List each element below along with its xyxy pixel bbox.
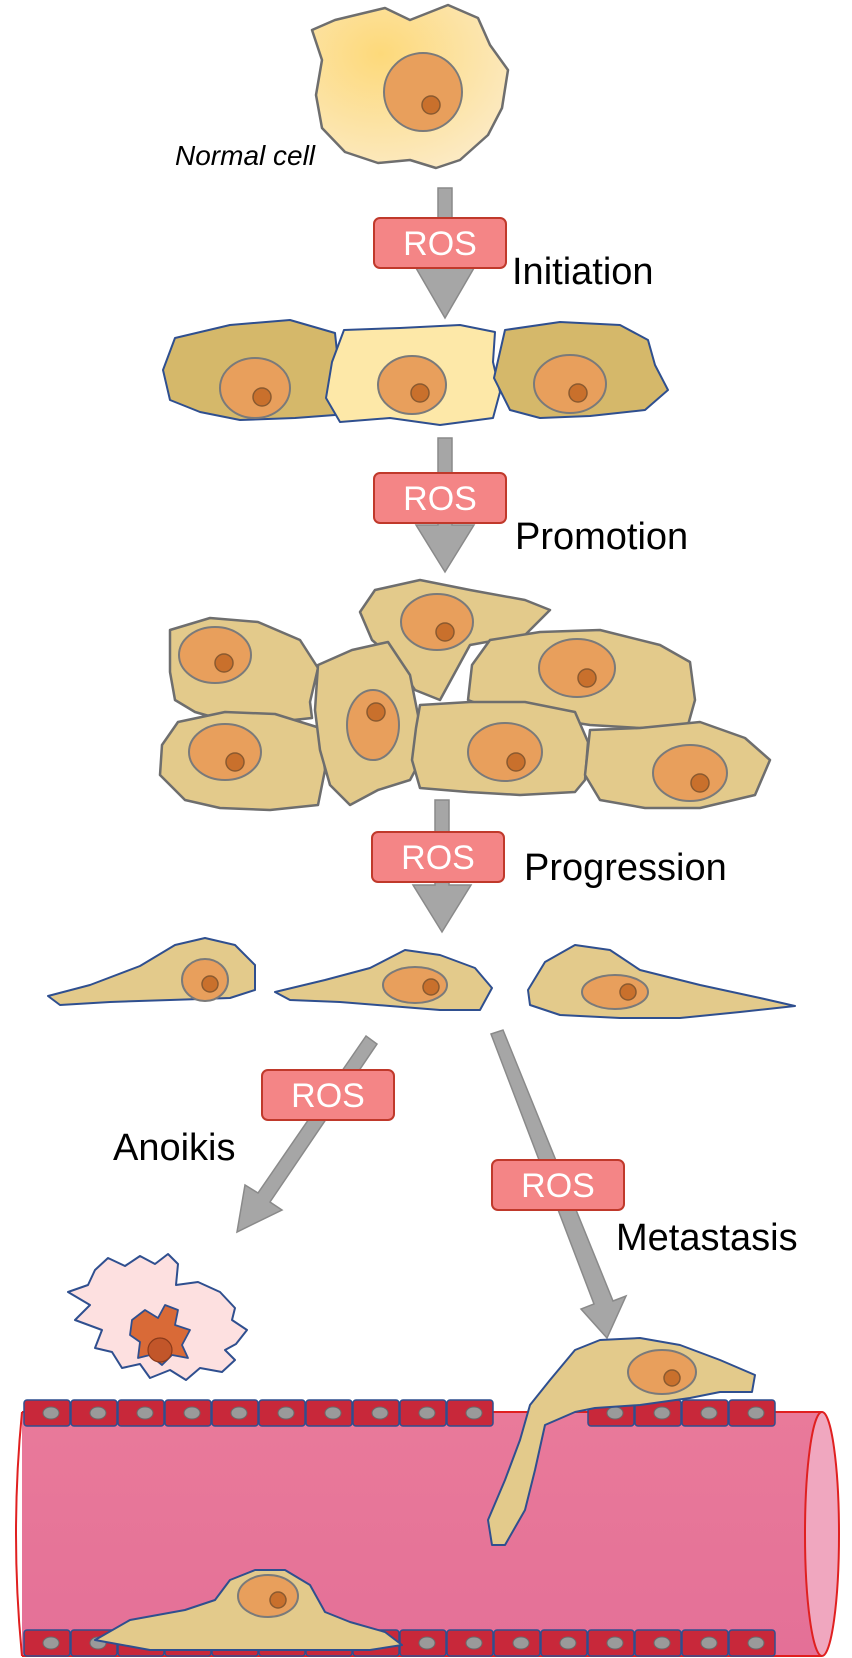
ros-label: ROS [291,1077,365,1115]
ros-box-initiation: ROS [373,217,507,269]
ros-label: ROS [403,480,477,518]
intravascular-cell [94,1569,403,1651]
endothelial-nucleus [465,1406,483,1420]
endothelial-nucleus [418,1406,436,1420]
initiated-cells [162,319,669,426]
endothelial-nucleus [230,1406,248,1420]
endothelial-nucleus [747,1636,765,1650]
promotion-label: Promotion [515,516,688,558]
progression-label: Progression [524,847,727,889]
endothelial-lining-top [23,1399,776,1427]
endothelial-nucleus [653,1636,671,1650]
arrow-anoikis [236,1034,379,1234]
metastasis-label: Metastasis [616,1217,798,1259]
ros-box-promotion: ROS [373,472,507,524]
endothelial-nucleus [89,1406,107,1420]
progressed-cells [47,937,796,1019]
endothelial-nucleus [371,1406,389,1420]
endothelial-nucleus [42,1636,60,1650]
endothelial-nucleus [512,1636,530,1650]
endothelial-nucleus [700,1406,718,1420]
endothelial-nucleus [747,1406,765,1420]
ros-box-anoikis: ROS [261,1069,395,1121]
ros-label: ROS [521,1167,595,1205]
endothelial-nucleus [653,1406,671,1420]
ros-label: ROS [403,225,477,263]
promoted-cell-cluster [158,578,772,812]
endothelial-nucleus [418,1636,436,1650]
nucleus [383,52,463,132]
normal-cell-label: Normal cell [175,140,316,171]
endothelial-nucleus [324,1406,342,1420]
nucleolus [421,95,441,115]
initiation-label: Initiation [512,251,654,293]
endothelial-nucleus [136,1406,154,1420]
endothelial-nucleus [465,1636,483,1650]
anoikis-label: Anoikis [113,1127,236,1169]
endothelial-nucleus [606,1636,624,1650]
ros-box-progression: ROS [371,831,505,883]
endothelial-nucleus [183,1406,201,1420]
endothelial-nucleus [606,1406,624,1420]
normal-cell [310,3,510,170]
endothelial-nucleus [700,1636,718,1650]
endothelial-nucleus [42,1406,60,1420]
ros-label: ROS [401,839,475,877]
ros-box-metastasis: ROS [491,1159,625,1211]
endothelial-nucleus [559,1636,577,1650]
endothelial-nucleus [277,1406,295,1420]
extravasating-cell [487,1337,756,1546]
apoptotic-cell [67,1253,248,1381]
